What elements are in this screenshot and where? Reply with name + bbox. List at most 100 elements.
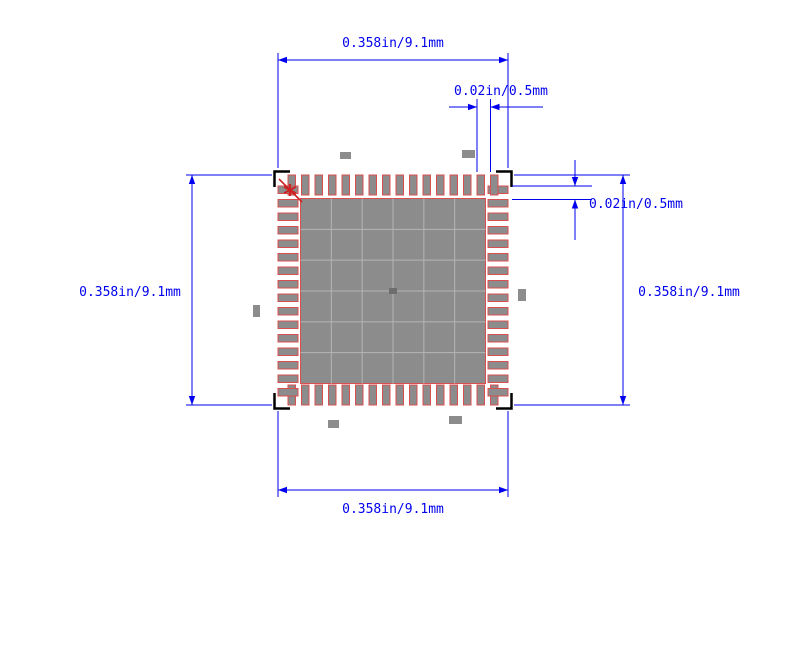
pad (490, 174, 499, 196)
pad (436, 174, 445, 196)
pad (277, 239, 299, 248)
corner-brackets (273, 170, 513, 410)
outline-mark (462, 150, 475, 158)
dimension-arrow (499, 56, 508, 64)
pad (487, 239, 509, 248)
pad-ring (277, 174, 509, 406)
pad (314, 174, 323, 196)
pad (277, 199, 299, 208)
pad (341, 384, 350, 406)
dimension-arrow (571, 199, 579, 209)
pad (368, 174, 377, 196)
pin1-marker (278, 178, 303, 203)
pad (277, 374, 299, 383)
pad (463, 174, 472, 196)
pad (476, 384, 485, 406)
pad (301, 174, 310, 196)
dim-label-bottom: 0.358in/9.1mm (342, 502, 444, 517)
pad (277, 253, 299, 262)
pad (341, 174, 350, 196)
pad (436, 384, 445, 406)
corner-bracket (496, 393, 513, 410)
pad (463, 384, 472, 406)
pad (277, 185, 299, 194)
pad (355, 174, 364, 196)
dimension-arrow (490, 103, 500, 111)
pad (487, 293, 509, 302)
pad (277, 212, 299, 221)
pad (277, 347, 299, 356)
pad (277, 334, 299, 343)
pad (487, 280, 509, 289)
thermal-pad (300, 198, 486, 384)
pad (277, 266, 299, 275)
dimension-arrow (468, 103, 477, 111)
pad (487, 307, 509, 316)
outline-mark (518, 289, 526, 301)
center-origin-mark (389, 288, 397, 294)
outline-mark (253, 305, 260, 317)
pad (355, 384, 364, 406)
pad (277, 280, 299, 289)
pad (395, 384, 404, 406)
pad (487, 334, 509, 343)
pad (487, 320, 509, 329)
pad (328, 174, 337, 196)
pad (487, 226, 509, 235)
pad (487, 374, 509, 383)
pad (487, 266, 509, 275)
pad (301, 384, 310, 406)
outline-marks (253, 150, 526, 428)
pad (395, 174, 404, 196)
pad (368, 384, 377, 406)
dimension-arrow (499, 486, 508, 494)
pin1-diagonal (278, 178, 303, 203)
dimension-arrow (571, 177, 579, 186)
dim-label-left: 0.358in/9.1mm (79, 285, 181, 300)
pad (328, 384, 337, 406)
dimension-arrow (619, 396, 627, 405)
dimension-arrow (188, 396, 196, 405)
pad (382, 174, 391, 196)
pad (277, 307, 299, 316)
pad (277, 361, 299, 370)
pad (314, 384, 323, 406)
pad (487, 199, 509, 208)
corner-bracket (273, 170, 290, 187)
dimension-lines (186, 53, 630, 497)
pad (287, 174, 296, 196)
pad (487, 253, 509, 262)
dimension-arrow (278, 56, 287, 64)
pad (277, 388, 299, 397)
pad (487, 361, 509, 370)
dim-label-top: 0.358in/9.1mm (342, 36, 444, 51)
pad (382, 384, 391, 406)
dimension-arrow (619, 175, 627, 184)
pitch-label-right: 0.02in/0.5mm (589, 197, 683, 212)
pad (487, 212, 509, 221)
pad (277, 293, 299, 302)
dim-label-right: 0.358in/9.1mm (638, 285, 740, 300)
pad (422, 174, 431, 196)
dimension-labels: 0.358in/9.1mm 0.02in/0.5mm 0.02in/0.5mm … (79, 36, 740, 517)
pad (409, 174, 418, 196)
pad (487, 347, 509, 356)
pad (487, 388, 509, 397)
dimension-arrow (188, 175, 196, 184)
outline-mark (340, 152, 351, 159)
pin1-asterisk: * (282, 180, 298, 210)
pad (449, 384, 458, 406)
pad (277, 320, 299, 329)
outline-mark (449, 416, 462, 424)
pad (476, 174, 485, 196)
corner-bracket (496, 170, 513, 187)
outline-mark (328, 420, 339, 428)
pad (449, 174, 458, 196)
corner-bracket (273, 393, 290, 410)
pad (422, 384, 431, 406)
dimension-arrow (278, 486, 287, 494)
pad (277, 226, 299, 235)
pitch-label-top: 0.02in/0.5mm (454, 84, 548, 99)
